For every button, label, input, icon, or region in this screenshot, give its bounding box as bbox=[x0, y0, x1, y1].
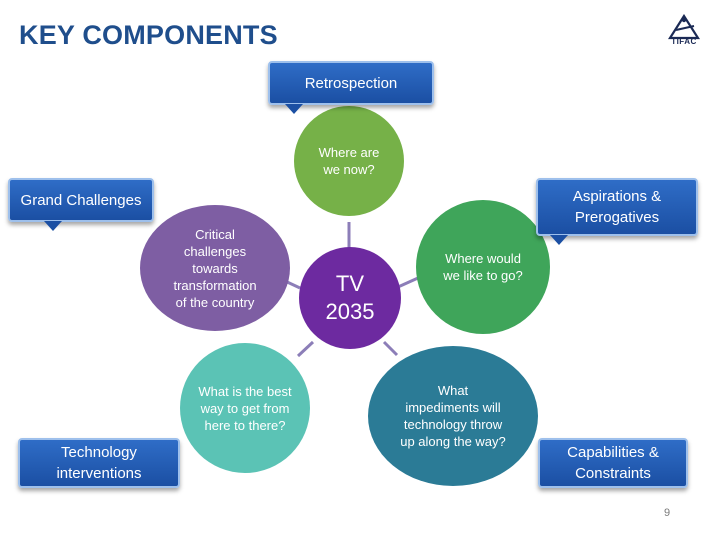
circle-center-text: TV 2035 bbox=[325, 271, 375, 324]
circle-center: TV 2035 bbox=[299, 247, 401, 349]
page-number: 9 bbox=[664, 507, 671, 519]
grand-challenges-label-text: Grand Challenges bbox=[20, 191, 142, 209]
circle-left: Critical challenges towards transformati… bbox=[140, 205, 290, 331]
logo-text: TIFAC bbox=[671, 37, 697, 46]
circle-bottom-left-text: What is the best way to get from here to… bbox=[198, 383, 292, 433]
circle-top: Where are we now? bbox=[294, 106, 404, 216]
capabilities-label-text: Capabilities & Constraints bbox=[567, 444, 659, 482]
connector-right bbox=[397, 276, 419, 289]
connector-bottom-right bbox=[382, 340, 399, 357]
aspirations-label-tail bbox=[550, 235, 568, 245]
tifac-logo-icon bbox=[667, 14, 701, 40]
retrospection-label-tail bbox=[285, 104, 303, 114]
circle-top-text: Where are we now? bbox=[318, 145, 380, 177]
retrospection-label: Retrospection bbox=[268, 61, 434, 105]
circle-bottom-right-text: What impediments will technology throw u… bbox=[400, 383, 506, 449]
circle-right: Where would we like to go? bbox=[416, 200, 550, 334]
technology-label-text: Technology interventions bbox=[56, 444, 142, 482]
circle-left-text: Critical challenges towards transformati… bbox=[173, 226, 257, 310]
grand-challenges-label: Grand Challenges bbox=[8, 178, 154, 222]
circle-bottom-right: What impediments will technology throw u… bbox=[368, 346, 538, 486]
grand-challenges-label-tail bbox=[44, 221, 62, 231]
aspirations-label: Aspirations & Prerogatives bbox=[536, 178, 698, 236]
technology-label: Technology interventions bbox=[18, 438, 180, 488]
connector-bottom-left bbox=[296, 340, 315, 358]
circle-bottom-left: What is the best way to get from here to… bbox=[180, 343, 310, 473]
aspirations-label-text: Aspirations & Prerogatives bbox=[572, 188, 662, 226]
circle-right-text: Where would we like to go? bbox=[443, 251, 523, 283]
retrospection-label-text: Retrospection bbox=[304, 74, 398, 92]
page-title: KEY COMPONENTS bbox=[19, 20, 278, 50]
capabilities-label: Capabilities & Constraints bbox=[538, 438, 688, 488]
